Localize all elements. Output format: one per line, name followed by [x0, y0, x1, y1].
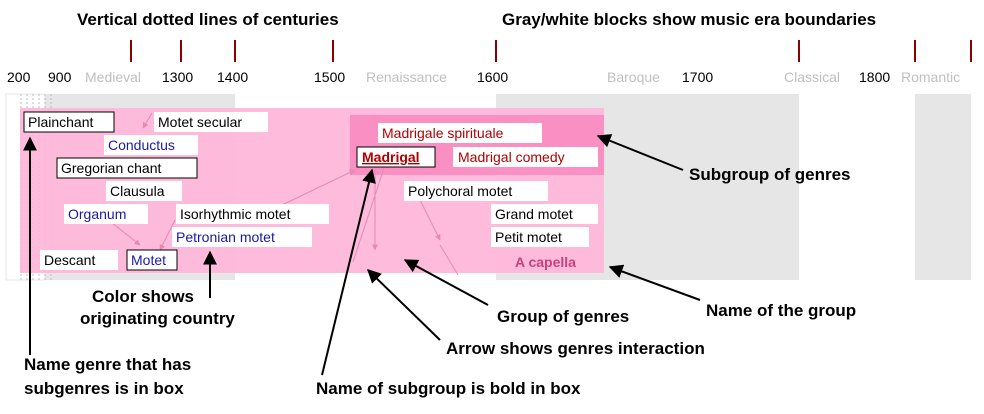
genre-madrigal: Madrigal: [362, 149, 420, 165]
motet-box: [126, 249, 178, 271]
interaction-arrow: [281, 169, 356, 206]
header-era-boundaries: Gray/white blocks show music era boundar…: [502, 10, 876, 29]
genre-bg: [491, 204, 598, 224]
genre-plainchant: Plainchant: [28, 114, 93, 130]
annotation-arrow: [403, 259, 489, 306]
genre-bg: [106, 181, 182, 201]
madrigal-box: [356, 146, 436, 168]
genre-isorhythmic-motet: Isorhythmic motet: [180, 206, 291, 222]
annotation-box-line1: Name genre that has: [24, 355, 191, 374]
era-block-romantic: [915, 94, 971, 280]
genre-bg: [453, 147, 598, 167]
interaction-arrow: [111, 222, 141, 246]
genre-bg: [404, 181, 548, 201]
interaction-arrow: [419, 199, 441, 241]
tick-label-1500: 1500: [314, 69, 345, 85]
annotation-color-line2: originating country: [80, 309, 235, 328]
annotation-arrow: [608, 264, 701, 301]
tick-label-1800: 1800: [859, 69, 890, 85]
genre-bg: [154, 112, 268, 132]
tick-marks: [130, 40, 972, 62]
gregorian-chant-box: [56, 157, 198, 179]
annotation-arrow-interaction: Arrow shows genres interaction: [446, 339, 705, 358]
genre-bg: [64, 204, 148, 224]
annotation-arrows: [23, 134, 701, 376]
annotation-subgroup-bold: Name of subgroup is bold in box: [316, 379, 581, 398]
header-centuries: Vertical dotted lines of centuries: [77, 10, 339, 29]
genre-motet-secular: Motet secular: [158, 114, 242, 130]
tick-label-1400: 1400: [217, 69, 248, 85]
genre-madrigale-spirituale: Madrigale spirituale: [382, 125, 504, 141]
annotation-name-of-group: Name of the group: [706, 301, 856, 320]
tick-label-1700: 1700: [682, 69, 713, 85]
genre-bg: [176, 204, 329, 224]
genre-bg: [40, 250, 118, 270]
annotation-group-of-genres: Group of genres: [497, 307, 629, 326]
genre-labels: Plainchant Motet secular Conductus Grego…: [23, 111, 598, 271]
interaction-arrow: [159, 219, 176, 251]
genre-petronian-motet: Petronian motet: [176, 229, 275, 245]
interaction-arrow: [352, 164, 386, 263]
genre-polychoral-motet: Polychoral motet: [408, 183, 512, 199]
era-label-medieval: Medieval: [85, 69, 141, 85]
era-label-classical: Classical: [784, 69, 840, 85]
interaction-arrow: [439, 244, 459, 276]
tick-label-1300: 1300: [162, 69, 193, 85]
annotation-subgroup-of-genres: Subgroup of genres: [689, 165, 851, 184]
genre-bg: [104, 135, 198, 155]
tick-label-200: 200: [7, 69, 31, 85]
plainchant-box: [23, 111, 115, 133]
era-label-baroque: Baroque: [607, 69, 660, 85]
annotation-arrow: [321, 168, 376, 376]
annotation-arrow: [596, 134, 684, 171]
genre-madrigal-comedy: Madrigal comedy: [458, 149, 565, 165]
tick-label-1600: 1600: [477, 69, 508, 85]
genre-petit-motet: Petit motet: [495, 229, 562, 245]
group-name-a-capella: A capella: [515, 254, 576, 270]
genre-bg: [172, 227, 312, 247]
genre-motet: Motet: [131, 252, 166, 268]
genre-conductus: Conductus: [108, 137, 175, 153]
interaction-arrow: [142, 112, 153, 129]
genre-bg: [378, 123, 542, 143]
genre-clausula: Clausula: [110, 183, 165, 199]
genre-grand-motet: Grand motet: [495, 206, 573, 222]
annotation-arrow: [366, 269, 441, 341]
genre-organum: Organum: [68, 206, 126, 222]
era-label-renaissance: Renaissance: [366, 69, 447, 85]
interaction-arrows: [111, 112, 459, 276]
genre-descant: Descant: [44, 252, 95, 268]
genre-bg: [491, 227, 589, 247]
genre-gregorian-chant: Gregorian chant: [61, 160, 162, 176]
annotation-box-line2: subgenres is in box: [24, 379, 184, 398]
annotation-color-line1: Color shows: [92, 287, 194, 306]
tick-label-900: 900: [48, 69, 72, 85]
era-label-romantic: Romantic: [901, 69, 960, 85]
era-block-classical: [799, 94, 915, 280]
